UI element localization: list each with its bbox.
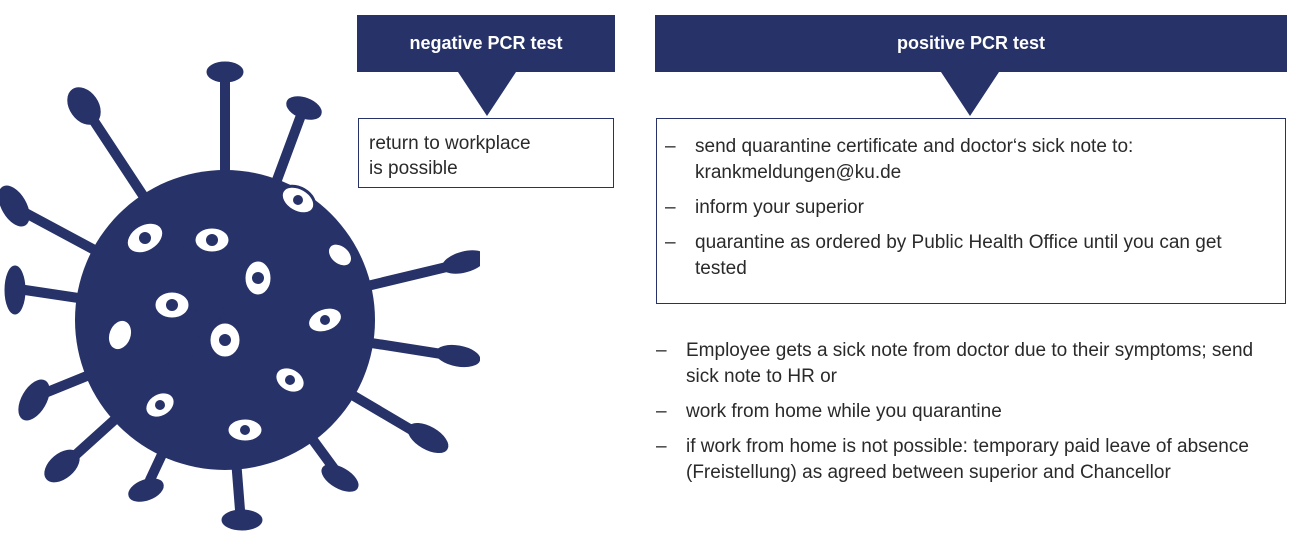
negative-text-line2: is possible	[369, 158, 458, 179]
negative-text-line1: return to workplace	[369, 133, 531, 154]
positive-down-arrow	[941, 72, 999, 116]
positive-box-list: send quarantine certificate and doctor‘s…	[665, 134, 1275, 282]
list-item: Employee gets a sick note from doctor du…	[656, 338, 1276, 390]
list-item: quarantine as ordered by Public Health O…	[665, 230, 1275, 282]
negative-result-box: return to workplace is possible	[358, 118, 614, 188]
positive-result-box: send quarantine certificate and doctor‘s…	[656, 118, 1286, 304]
negative-pcr-header: negative PCR test	[357, 15, 615, 72]
list-item: send quarantine certificate and doctor‘s…	[665, 134, 1275, 186]
list-item: work from home while you quarantine	[656, 399, 1276, 425]
positive-followup-list: Employee gets a sick note from doctor du…	[656, 338, 1276, 495]
positive-pcr-header: positive PCR test	[655, 15, 1287, 72]
list-item: if work from home is not possible: tempo…	[656, 434, 1276, 486]
negative-down-arrow	[458, 72, 516, 116]
list-item: inform your superior	[665, 195, 1275, 221]
coronavirus-icon	[0, 61, 480, 531]
